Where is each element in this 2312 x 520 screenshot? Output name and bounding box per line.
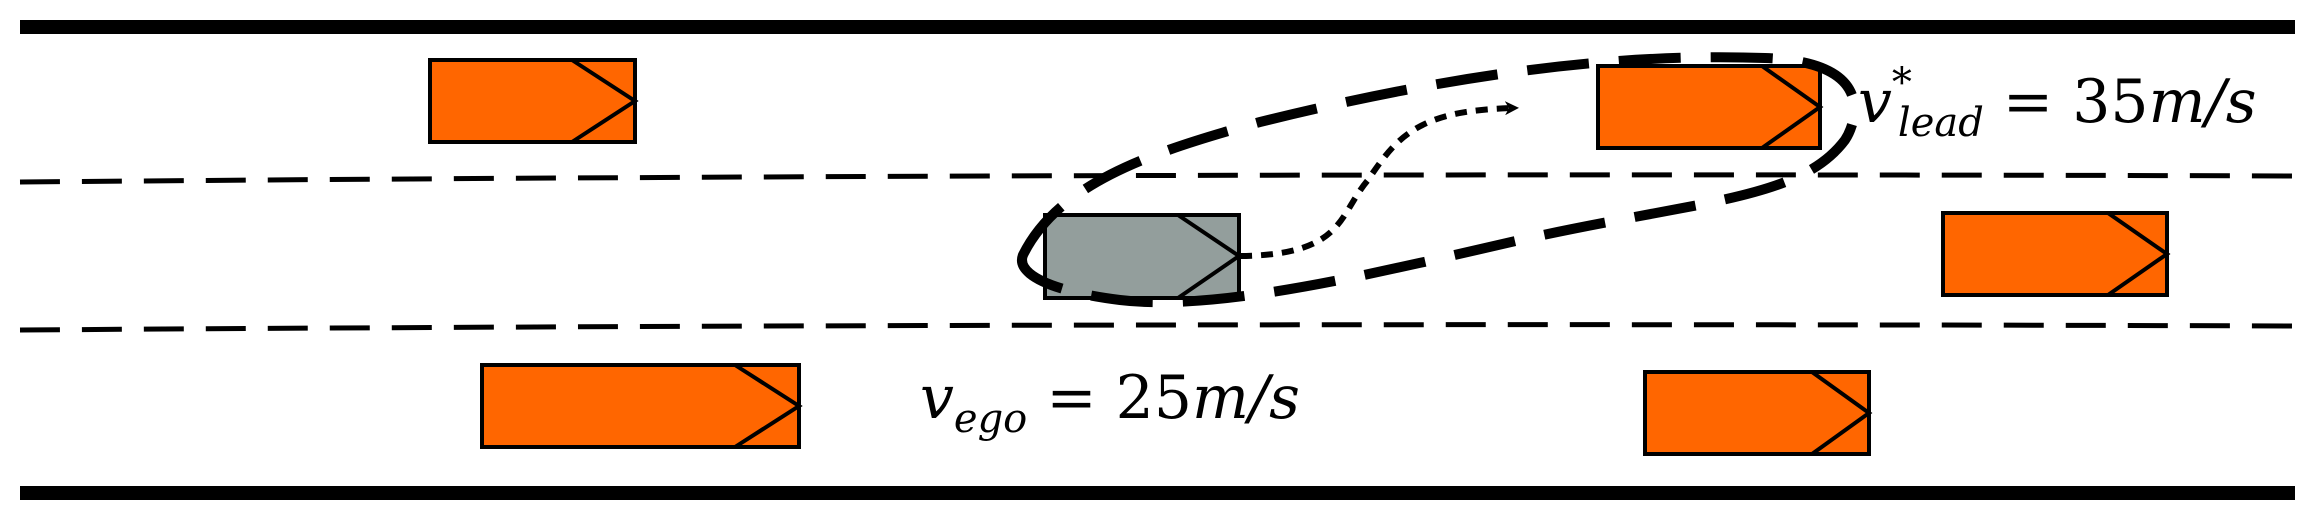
lead-velocity-subscript: lead	[1897, 100, 1984, 146]
vehicle-front-chevron-icon	[1810, 370, 1873, 456]
vehicle-front-chevron-icon	[2106, 211, 2171, 297]
vehicle-front-chevron-icon	[1176, 213, 1243, 300]
ego-velocity-unit: m/s	[1192, 363, 1300, 433]
lead-vehicle	[1596, 64, 1824, 150]
ego-velocity-value: = 25	[1027, 363, 1193, 433]
ego-velocity-subscript: ego	[953, 396, 1028, 442]
overtaking-region-outline	[1017, 52, 1860, 308]
lead-velocity-unit: m/s	[2148, 67, 2257, 137]
lead-velocity-value: = 35	[1983, 67, 2149, 137]
ego-vehicle	[1043, 213, 1243, 300]
vehicle-front-chevron-icon	[1760, 64, 1824, 150]
ego-velocity-label: vego = 25m/s	[920, 368, 1300, 439]
other-vehicle-top-left	[428, 58, 639, 144]
other-vehicle-bottom-left	[480, 363, 803, 449]
other-vehicle-middle-right	[1941, 211, 2171, 297]
lead-velocity-symbol: v	[1858, 67, 1892, 137]
lane-divider-upper	[19, 172, 2296, 185]
lead-velocity-superscript: *	[1891, 60, 1912, 106]
other-vehicle-bottom-right	[1643, 370, 1873, 456]
vehicle-front-chevron-icon	[570, 58, 639, 144]
vehicle-front-chevron-icon	[733, 363, 803, 449]
lead-velocity-label: v*lead = 35m/s	[1858, 63, 2257, 143]
ego-velocity-symbol: v	[920, 363, 954, 433]
lane-divider-lower	[19, 322, 2296, 333]
lane-change-path	[1239, 101, 1519, 259]
